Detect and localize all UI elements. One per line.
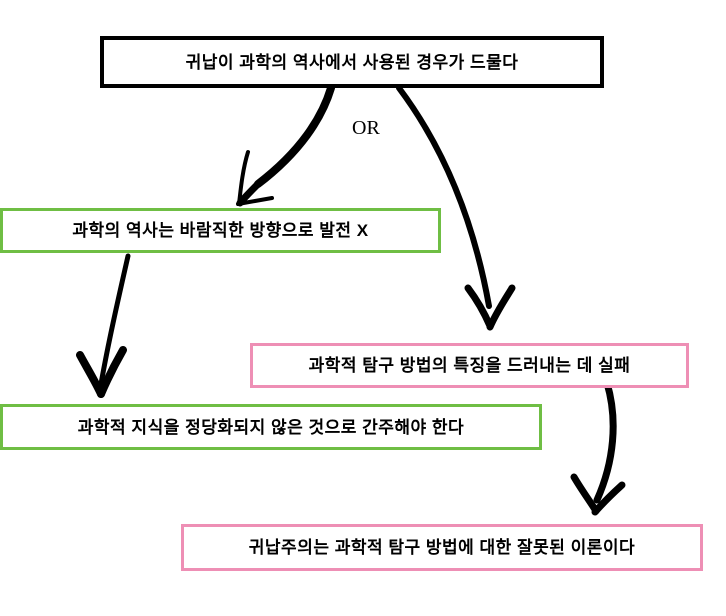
node-branch-right-label: 과학적 탐구 방법의 특징을 드러내는 데 실패	[308, 356, 631, 375]
arrow-premise-to-branch-left	[236, 84, 335, 207]
node-conclusion-right-label: 귀납주의는 과학적 탐구 방법에 대한 잘못된 이론이다	[248, 538, 636, 557]
node-conclusion-right[interactable]: 귀납주의는 과학적 탐구 방법에 대한 잘못된 이론이다	[181, 524, 703, 571]
node-branch-left-label: 과학의 역사는 바람직한 방향으로 발전 X	[72, 221, 369, 240]
or-label: OR	[352, 117, 380, 139]
node-branch-right[interactable]: 과학적 탐구 방법의 특징을 드러내는 데 실패	[250, 343, 689, 388]
node-conclusion-left-label: 과학적 지식을 정당화되지 않은 것으로 간주해야 한다	[77, 417, 465, 437]
arrow-branch-right-to-conclusion-right	[570, 379, 626, 516]
arrow-branch-left-to-conclusion-left	[76, 253, 131, 398]
node-conclusion-left[interactable]: 과학적 지식을 정당화되지 않은 것으로 간주해야 한다	[0, 404, 542, 450]
node-premise[interactable]: 귀납이 과학의 역사에서 사용된 경우가 드물다	[100, 36, 604, 88]
node-premise-label: 귀납이 과학의 역사에서 사용된 경우가 드물다	[185, 52, 519, 72]
node-branch-left[interactable]: 과학의 역사는 바람직한 방향으로 발전 X	[0, 208, 441, 253]
